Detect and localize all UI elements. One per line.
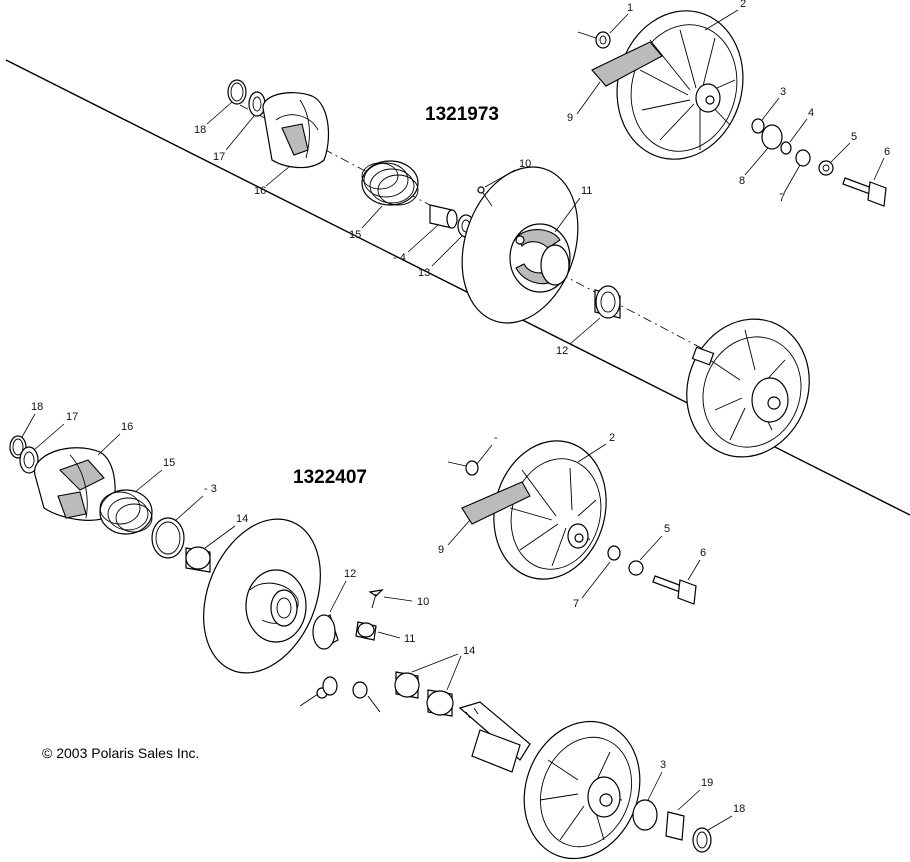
- upper-fixed-sheave: [686, 318, 810, 458]
- upper-part-2-drive-sheave: [616, 10, 744, 160]
- upper-part-17-washer: [248, 91, 266, 117]
- callout-upper-13: 13: [418, 267, 430, 279]
- callout-lower-18b: 18: [733, 803, 745, 815]
- lower-assembly: 18 17 16 15 - 3 14 12 10 11 14 - 2 9 5 6…: [9, 401, 745, 860]
- callout-lower-16: 16: [121, 421, 133, 433]
- upper-part-15-spring: [361, 160, 419, 206]
- callout-upper-8: 8: [739, 175, 745, 187]
- upper-part-8-washer: [761, 124, 783, 150]
- callout-lower-2: 2: [609, 432, 615, 444]
- upper-part-4-washer: [780, 141, 792, 155]
- upper-assembly-number: 1321973: [425, 104, 499, 125]
- upper-part-18-snap-ring: [227, 79, 247, 105]
- callout-lower-3: 3: [660, 759, 666, 771]
- callout-upper-6: 6: [884, 146, 890, 158]
- callout-lower-5: 5: [664, 523, 670, 535]
- callout-upper-14: - 4: [393, 252, 406, 264]
- callout-lower-6: 6: [700, 547, 706, 559]
- lower-part-11-roller: [355, 621, 377, 641]
- callout-upper-12: 12: [556, 345, 568, 357]
- lower-part-18-snap-ring-right: [692, 827, 712, 853]
- callout-upper-10: 10: [519, 158, 531, 170]
- upper-part-9-cam-weight: [591, 41, 663, 87]
- lower-part-7-washer: [607, 545, 621, 561]
- callout-upper-9: 9: [567, 112, 573, 124]
- callout-lower-19: 19: [701, 777, 713, 789]
- lower-part-5-nut: [628, 560, 644, 576]
- upper-movable-sheave: [461, 166, 579, 324]
- lower-part-15-spring: [99, 489, 153, 535]
- callout-lower-1: -: [494, 432, 498, 444]
- lower-part-13-ring: [151, 517, 185, 559]
- upper-part-5-nut: [818, 160, 834, 176]
- lower-part-10-screw: [368, 589, 384, 609]
- upper-part-12-bearing: [594, 285, 621, 319]
- upper-part-3-washer: [751, 118, 765, 134]
- lower-part-14-bushings: [394, 671, 454, 717]
- lower-part-9-cam-weight: [461, 481, 531, 525]
- callout-upper-15: 15: [349, 229, 361, 241]
- lower-part-14-bushing: [185, 546, 211, 573]
- callout-upper-18: 18: [194, 124, 206, 136]
- lower-roller-hardware: [299, 676, 381, 713]
- lower-part-12-bearing: [312, 614, 339, 650]
- upper-part-7-washer: [795, 149, 811, 167]
- callout-upper-5: 5: [851, 131, 857, 143]
- callout-lower-14a: 14: [236, 513, 248, 525]
- upper-part-16-spider: [262, 92, 330, 169]
- callout-upper-2: 2: [740, 0, 746, 10]
- callout-lower-10: 10: [417, 596, 429, 608]
- lower-part-3-washer: [632, 799, 658, 831]
- callout-lower-9: 9: [438, 544, 444, 556]
- callout-upper-7: 7: [779, 192, 785, 204]
- lower-splined-shaft: [458, 701, 531, 773]
- callout-upper-11: 11: [581, 185, 592, 197]
- callout-lower-14b: 14: [463, 645, 475, 657]
- callout-lower-15: 15: [163, 457, 175, 469]
- lower-part-1-washer: [465, 460, 479, 476]
- upper-assembly: 1 2 3 4 5 6 7 8 9 10 11 12 13 - 4 15 16 …: [194, 0, 890, 458]
- copyright-notice: © 2003 Polaris Sales Inc.: [42, 745, 199, 761]
- callout-upper-17: 17: [213, 151, 225, 163]
- lower-movable-sheave: [203, 518, 321, 674]
- lower-fixed-sheave: [523, 720, 641, 860]
- callout-upper-1: 1: [627, 2, 633, 14]
- callout-upper-3: 3: [780, 86, 786, 98]
- callout-lower-17: 17: [66, 411, 78, 423]
- upper-part-1-washer: [595, 31, 611, 49]
- lower-assembly-number: 1322407: [293, 467, 367, 488]
- callout-upper-16: 16: [254, 185, 266, 197]
- callout-lower-18a: 18: [31, 401, 43, 413]
- upper-part-10-screw: [477, 186, 493, 207]
- lower-part-17-washer: [19, 446, 39, 474]
- upper-part-14-bushing: [429, 204, 458, 229]
- callout-upper-4: 4: [808, 107, 814, 119]
- upper-part-6-bolt: [842, 177, 887, 207]
- lower-part-19-plate: [665, 811, 685, 841]
- callout-lower-13: - 3: [204, 483, 217, 495]
- callout-lower-11: 11: [404, 633, 415, 645]
- lower-part-16-spider: [34, 447, 116, 521]
- callout-lower-12: 12: [344, 568, 356, 580]
- lower-part-6-bolt: [652, 575, 697, 605]
- callout-lower-7: 7: [573, 598, 579, 610]
